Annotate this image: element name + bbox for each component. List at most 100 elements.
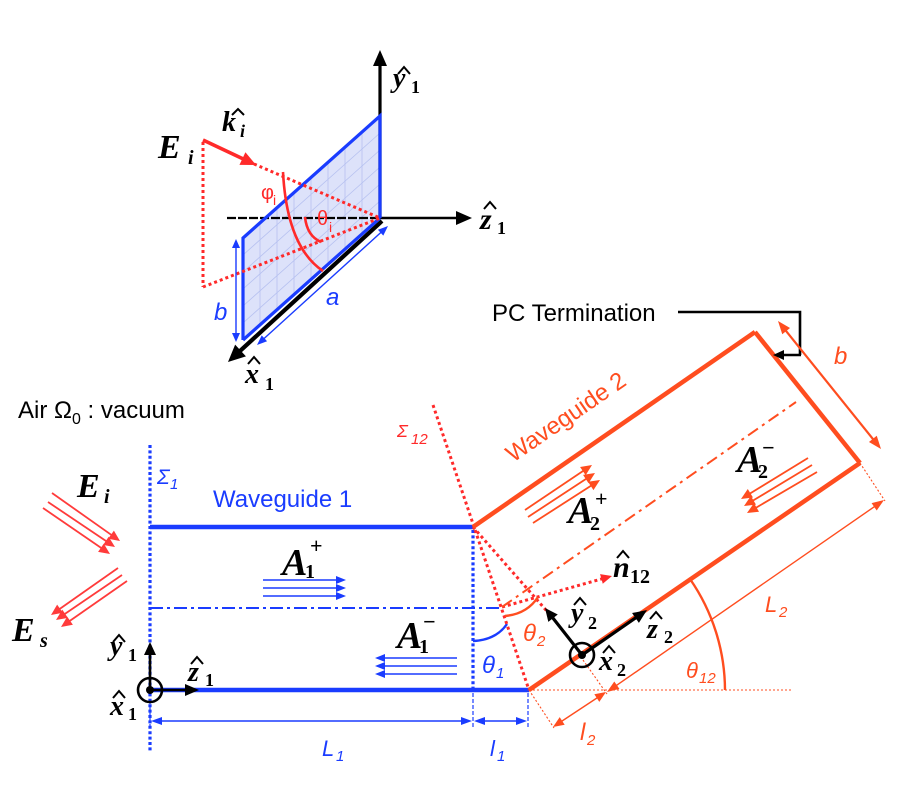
- b-dimension-arrow-2: [782, 327, 877, 443]
- l2-dimension-arrow: [559, 695, 600, 724]
- pc-termination-pointer-arrowhead: [773, 350, 784, 360]
- theta-angle-arc: [303, 216, 322, 244]
- frame2-origin-dot: [578, 651, 586, 659]
- sigma12-interface-plane: [431, 404, 531, 691]
- svg-text:x 1: x 1: [244, 359, 274, 394]
- frame1-origin-dot: [146, 686, 154, 694]
- backward-mode-arrow-arrowhead: [375, 662, 385, 670]
- backward-mode-arrow-2-arrowhead: [741, 488, 753, 499]
- L1-label: L 1: [322, 736, 344, 765]
- svg-text:x 1: x 1: [109, 691, 137, 724]
- k-vector-arrow-arrowhead: [239, 152, 256, 165]
- frame1-x-out-of-page-icon: [136, 676, 164, 704]
- frame1-y-label: y 1: [107, 631, 137, 665]
- waveguide-1: Σ 1 Waveguide 1 θ 1 A 1 + A: [107, 445, 529, 765]
- svg-text:z 1: z 1: [479, 203, 506, 238]
- forward-mode-arrows: [263, 576, 346, 600]
- b-dimension-label-2: b: [834, 343, 847, 370]
- n12-normal-arrow: [501, 576, 605, 609]
- waveguide-1-coordinate-frame: y 1 z 1 x 1: [107, 631, 214, 724]
- frame2-x-label: x 2: [598, 644, 626, 680]
- svg-text:y 1: y 1: [390, 63, 420, 97]
- hat-accent-icon: [112, 689, 126, 699]
- hat-accent-icon: [649, 610, 663, 620]
- A1-plus-label: A 1 +: [280, 533, 323, 584]
- hat-accent-icon: [483, 200, 497, 210]
- l1-label: l 1: [490, 736, 505, 765]
- aperture-edges: [241, 112, 382, 340]
- aperture-grid-line: [242, 166, 381, 290]
- backward-mode-arrows: [375, 654, 457, 678]
- scattered-wave: E s: [11, 567, 128, 652]
- sigma12-label: Σ 12: [396, 421, 428, 448]
- waveguide-2: Waveguide 2 θ 2 A 2 + A 2 − PC Terminati…: [471, 300, 886, 749]
- scattered-wave-ray-arrowhead: [56, 609, 68, 620]
- hat-accent-icon: [602, 644, 616, 654]
- incident-wave-ray-arrowhead: [98, 543, 110, 554]
- forward-mode-arrow-arrowhead: [336, 592, 346, 600]
- scattered-wave-ray-arrowhead: [61, 616, 73, 627]
- aperture-bottom-edge: [241, 216, 382, 342]
- theta-angle-label: θ i: [317, 208, 333, 235]
- theta1-angle-arc: [472, 623, 508, 643]
- n12-normal-arrow-arrowhead: [600, 574, 612, 584]
- l2-extension-line: [528, 689, 555, 729]
- b-dimension-arrow-arrowhead-start: [232, 239, 240, 248]
- waveguide-2-centerline: [501, 401, 797, 608]
- svg-text:n 12: n 12: [613, 551, 650, 588]
- theta1-label: θ 1: [482, 652, 504, 682]
- l2-dimension-arrow-arrowhead-end: [594, 692, 606, 702]
- hat-accent-icon: [247, 355, 261, 365]
- wave-vector-label: k i: [222, 107, 245, 141]
- pc-termination-wall: [753, 330, 862, 465]
- incident-wave-ray-arrowhead: [103, 536, 115, 547]
- b-dimension-arrow-2-arrowhead-end: [868, 435, 881, 449]
- a-dimension-arrow: [261, 230, 384, 341]
- hat-accent-icon: [112, 633, 126, 643]
- incident-wave-ray: [42, 507, 105, 551]
- svg-text:z 2: z 2: [646, 614, 673, 647]
- svg-text:z 1: z 1: [187, 657, 214, 690]
- scattered-wave-ray: [56, 567, 119, 612]
- frame1-x-label: x 1: [109, 689, 137, 724]
- backward-mode-arrow-arrowhead: [375, 670, 385, 678]
- z1-axis-label: z 1: [479, 200, 506, 238]
- phi-angle-arc: [281, 171, 324, 273]
- n12-label: n 12: [613, 549, 650, 588]
- backward-mode-arrow-2-arrowhead: [747, 503, 760, 513]
- frame2-y-axis-arrowhead: [545, 608, 558, 622]
- pc-termination-leader: [678, 310, 802, 355]
- scattered-wave-ray: [66, 580, 128, 624]
- svg-text:k i: k i: [222, 107, 245, 141]
- svg-text:y 1: y 1: [107, 631, 137, 665]
- y1-axis-label: y 1: [390, 63, 420, 97]
- L2-dimension-arrow-arrowhead-end: [871, 500, 884, 511]
- frame1-z-axis-arrowhead: [185, 684, 199, 696]
- A2-plus-label: A 2 +: [566, 486, 608, 535]
- forward-mode-arrow-2: [532, 483, 595, 524]
- a-dimension-label: a: [326, 284, 339, 311]
- hat-accent-icon: [231, 107, 245, 116]
- frame2-z-axis-arrowhead: [632, 610, 647, 623]
- svg-text:y 2: y 2: [568, 598, 597, 633]
- k-vector-arrow: [202, 138, 248, 163]
- y1-axis-arrowhead: [373, 50, 387, 66]
- x1-axis-arrowhead: [228, 344, 246, 362]
- forward-mode-arrow-2: [527, 476, 590, 518]
- incidence-ray: [253, 162, 381, 220]
- svg-text:x 2: x 2: [598, 646, 626, 680]
- b-dimension-arrow-arrowhead-end: [232, 333, 240, 342]
- forward-mode-arrow-arrowhead: [336, 584, 346, 592]
- backward-mode-arrows-2: [741, 457, 818, 513]
- sigma1-label: Σ 1: [156, 466, 178, 493]
- waveguide-2-coordinate-frame: y 2 z 2 x 2: [545, 596, 673, 680]
- forward-mode-arrow-arrowhead: [336, 576, 346, 584]
- L2-label: L 2: [765, 592, 788, 621]
- forward-mode-arrow-2-arrowhead: [588, 480, 600, 491]
- frame1-y-axis-arrowhead: [144, 642, 156, 655]
- z1-axis-arrowhead: [456, 211, 472, 225]
- x1-axis: [235, 219, 384, 356]
- hat-accent-icon: [397, 65, 411, 75]
- frame2-y-axis: [549, 614, 584, 656]
